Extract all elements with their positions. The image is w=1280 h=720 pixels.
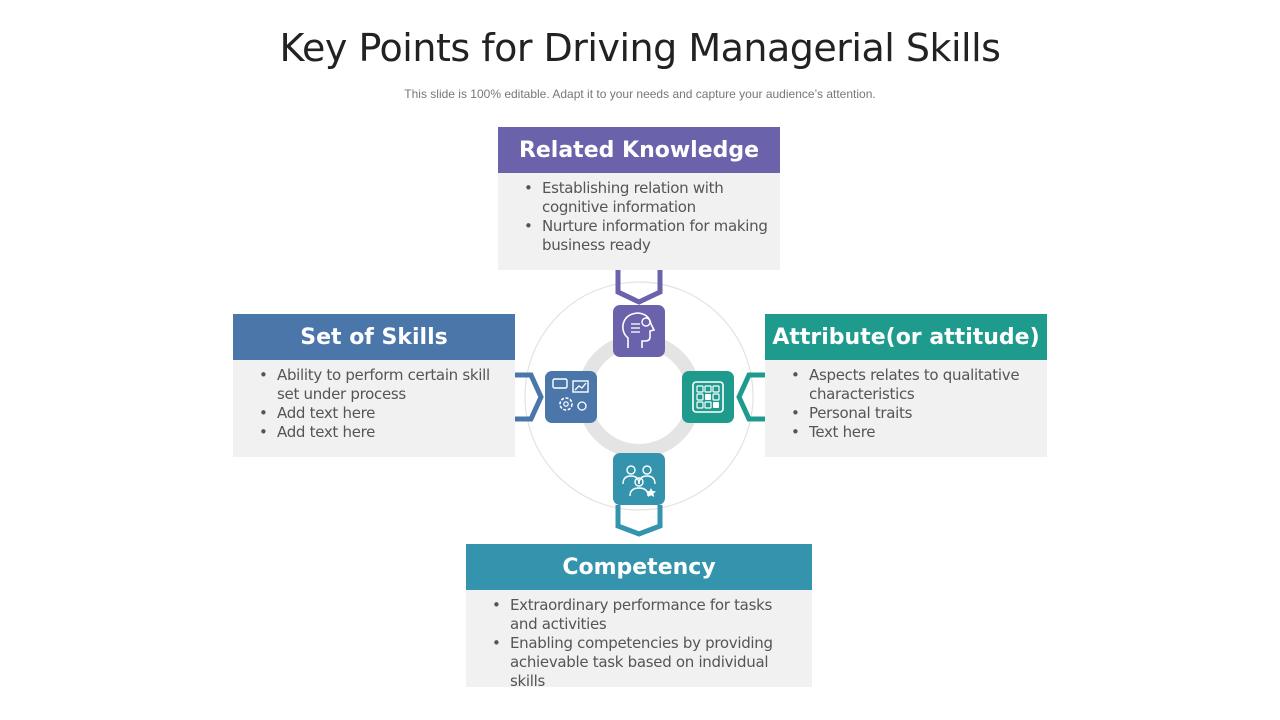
bullet-list: Establishing relation with cognitive inf… xyxy=(524,179,770,255)
inner-ring xyxy=(577,334,701,458)
card-header: Attribute(or attitude) xyxy=(765,314,1047,360)
bullet-list: Aspects relates to qualitative character… xyxy=(791,366,1037,442)
bullet-item: Ability to perform certain skill set und… xyxy=(259,366,505,404)
card-body: Extraordinary performance for tasks and … xyxy=(466,590,812,690)
head-lightbulb-icon xyxy=(613,305,665,357)
card-body: Establishing relation with cognitive inf… xyxy=(498,173,780,270)
team-star-icon xyxy=(613,453,665,505)
card-body: Aspects relates to qualitative character… xyxy=(765,360,1047,457)
bullet-item: Enabling competencies by providing achie… xyxy=(492,634,802,691)
card-related-knowledge: Related Knowledge Establishing relation … xyxy=(498,127,780,270)
bullet-item: Add text here xyxy=(259,404,505,423)
bullet-item: Aspects relates to qualitative character… xyxy=(791,366,1037,404)
card-header: Related Knowledge xyxy=(498,127,780,173)
connector-right xyxy=(736,372,765,422)
card-set-of-skills: Set of Skills Ability to perform certain… xyxy=(233,314,515,457)
bullet-item: Add text here xyxy=(259,423,505,442)
page-title: Key Points for Driving Managerial Skills xyxy=(279,26,1001,70)
bullet-list: Extraordinary performance for tasks and … xyxy=(492,596,802,691)
card-attribute: Attribute(or attitude) Aspects relates t… xyxy=(765,314,1047,457)
connector-top xyxy=(615,270,663,305)
page-subtitle: This slide is 100% editable. Adapt it to… xyxy=(404,87,876,101)
connector-bottom xyxy=(615,505,663,537)
bullet-item: Text here xyxy=(791,423,1037,442)
card-body: Ability to perform certain skill set und… xyxy=(233,360,515,457)
outer-ring xyxy=(524,281,754,511)
bullet-item: Establishing relation with cognitive inf… xyxy=(524,179,770,217)
card-header: Set of Skills xyxy=(233,314,515,360)
gear-presentation-icon xyxy=(545,371,597,423)
bullet-item: Extraordinary performance for tasks and … xyxy=(492,596,802,634)
bullet-list: Ability to perform certain skill set und… xyxy=(259,366,505,442)
grid-panel-icon xyxy=(682,371,734,423)
connector-left xyxy=(515,372,544,422)
bullet-item: Nurture information for making business … xyxy=(524,217,770,255)
bullet-item: Personal traits xyxy=(791,404,1037,423)
card-competency: Competency Extraordinary performance for… xyxy=(466,544,812,690)
card-header: Competency xyxy=(466,544,812,590)
